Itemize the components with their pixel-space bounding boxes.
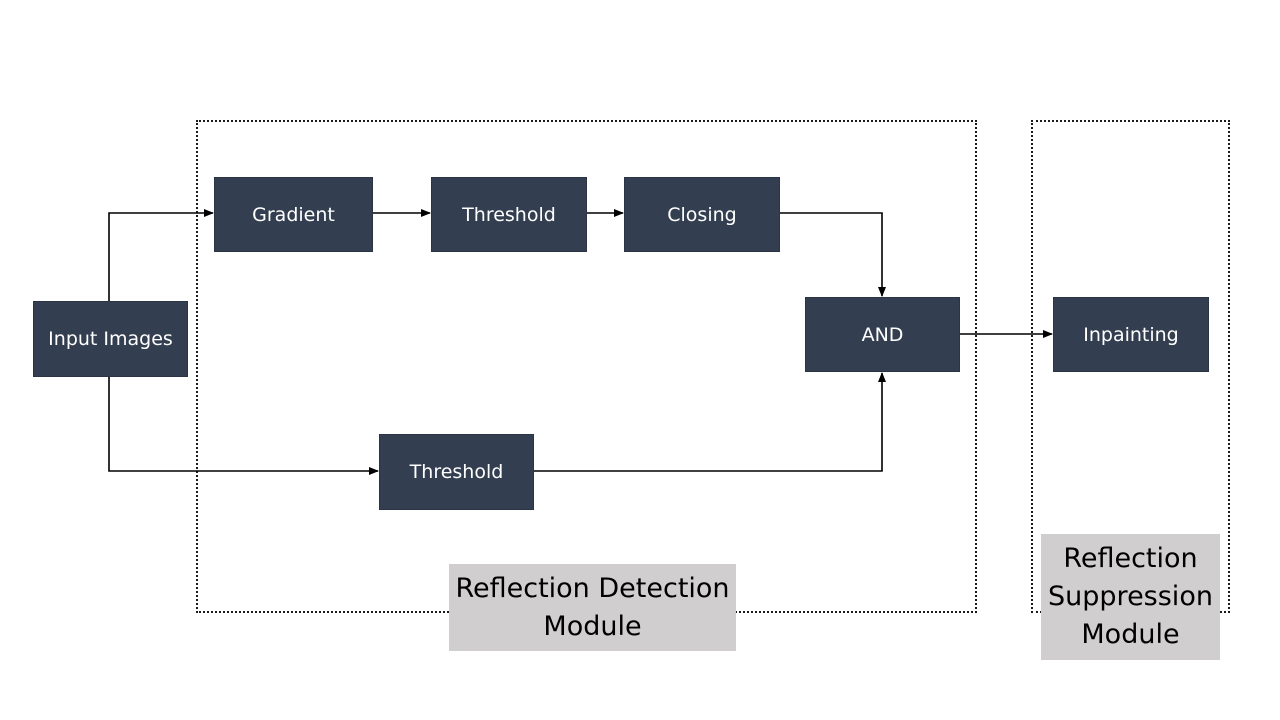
- input-images-label: Input Images: [48, 328, 173, 350]
- reflection-detection-module-label: Reflection Detection Module: [449, 564, 736, 651]
- inpainting-label: Inpainting: [1083, 323, 1179, 346]
- closing-node: Closing: [624, 177, 780, 252]
- and-label: AND: [861, 323, 904, 346]
- and-node: AND: [805, 297, 960, 372]
- reflection-detection-module-text: Reflection Detection Module: [455, 572, 730, 642]
- threshold-bottom-label: Threshold: [409, 461, 504, 483]
- gradient-node: Gradient: [214, 177, 373, 252]
- edge-input-to-gradient: [108, 209, 214, 301]
- inpainting-node: Inpainting: [1053, 297, 1209, 372]
- threshold-node-bottom: Threshold: [379, 434, 534, 510]
- edge-closing-to-and: [780, 212, 886, 297]
- input-images-node: Input Images: [33, 301, 188, 377]
- closing-label: Closing: [667, 203, 737, 226]
- edge-input-to-threshold-bottom: [108, 377, 379, 475]
- reflection-suppression-module-text: Reflection Suppression Module: [1048, 543, 1213, 650]
- gradient-label: Gradient: [252, 203, 335, 226]
- threshold-top-label: Threshold: [462, 203, 556, 226]
- threshold-node-top: Threshold: [431, 177, 587, 252]
- edge-threshold-bottom-to-and: [534, 372, 886, 472]
- reflection-suppression-module-label: Reflection Suppression Module: [1041, 534, 1220, 660]
